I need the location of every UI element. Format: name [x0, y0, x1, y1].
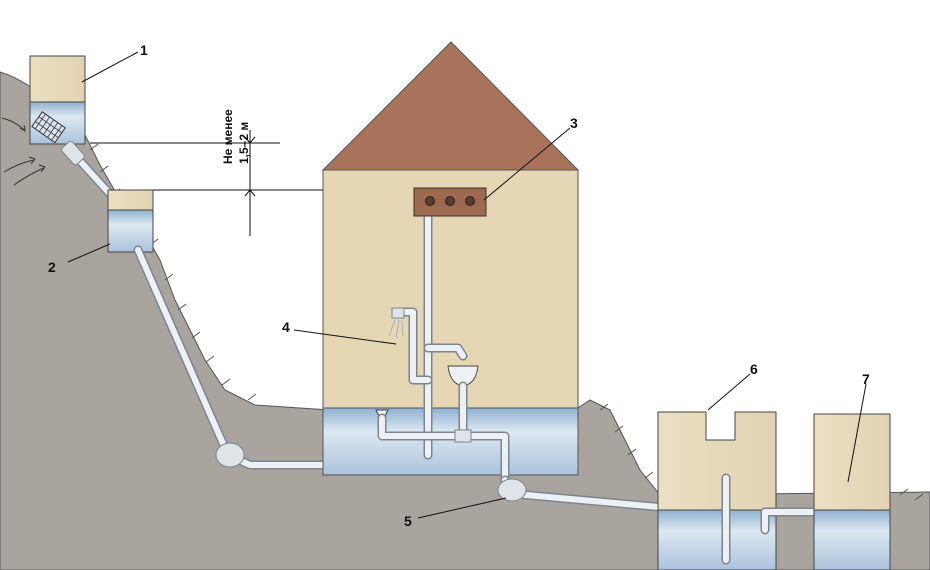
roof: [321, 41, 580, 171]
label-6: 6: [750, 361, 758, 377]
distribution-manifold: [413, 187, 487, 217]
label-4: 4: [282, 319, 290, 335]
label-7: 7: [862, 371, 870, 387]
floor-drain: [375, 409, 510, 485]
filtration-tank: [813, 413, 891, 570]
filter-icon: [31, 111, 66, 144]
label-2: 2: [48, 259, 56, 275]
inflow-arrows: [1, 117, 46, 186]
label-1: 1: [140, 42, 148, 58]
shower-branch: [388, 307, 433, 385]
overflow-pipe: [760, 507, 831, 535]
leader-lines: [67, 51, 867, 519]
label-5: 5: [404, 513, 412, 529]
height-note-line2: 1,5–2 м: [237, 122, 251, 164]
settling-tank: [107, 189, 154, 253]
height-note-line1: Не менее: [221, 109, 235, 164]
septic-tank: [657, 411, 777, 570]
house: [321, 41, 580, 476]
sink-branch: [423, 343, 479, 441]
height-note: Не менее 1,5–2 м: [221, 109, 251, 164]
label-3: 3: [570, 115, 578, 131]
